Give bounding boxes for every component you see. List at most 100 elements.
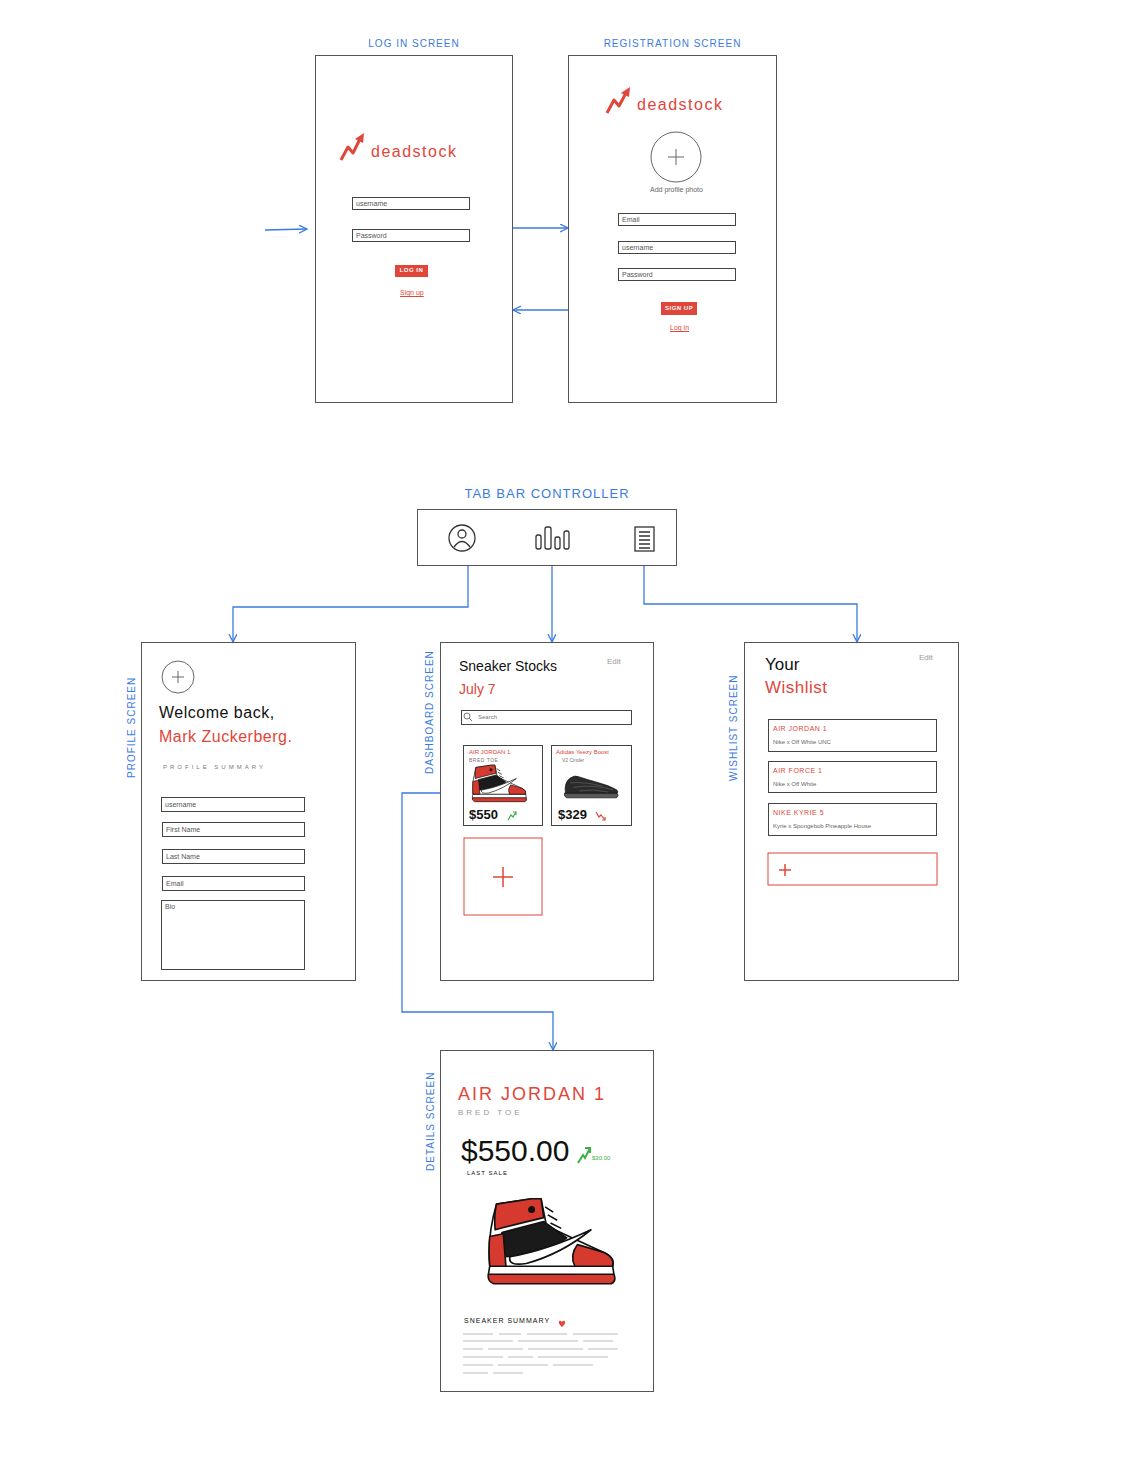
tab-icon	[555, 537, 560, 549]
text-field: Bio	[161, 900, 305, 970]
placeholder-lines	[463, 1334, 618, 1373]
search-icon	[464, 713, 472, 721]
field-placeholder: Password	[622, 271, 653, 279]
text-field: Search	[461, 710, 632, 725]
flow-arrow	[402, 793, 553, 1050]
screen-frame: LOG IN SCREENdeadstockSign upusernamePas…	[315, 55, 513, 403]
text-field: Email	[618, 213, 736, 226]
tab-icon	[454, 542, 470, 548]
edit-link: Edit	[919, 653, 933, 663]
entry-arrow	[265, 229, 307, 230]
product-card: Adidas Yeezy BoostV2 Cinder$329	[551, 745, 632, 826]
wishlist-item: AIR JORDAN 1Nike x Off White UNC	[768, 719, 937, 752]
button-label: SIGN UP	[665, 305, 693, 312]
add-item-box	[779, 864, 791, 876]
caption-text: LAST SALE	[467, 1170, 508, 1177]
flow-arrow	[233, 566, 468, 642]
field-placeholder: First Name	[166, 826, 200, 834]
add-item-box	[464, 838, 542, 915]
screen-frame: DASHBOARD SCREENSneaker StocksJuly 7Edit…	[440, 642, 654, 981]
tab-icon	[449, 525, 475, 551]
field-placeholder: Last Name	[166, 853, 200, 861]
trend-arrow	[508, 812, 516, 820]
price-text: $550.00	[461, 1133, 569, 1169]
add-photo-circle	[172, 671, 184, 683]
sneaker-drawing	[472, 765, 526, 802]
price-text: $329	[558, 807, 587, 823]
field-placeholder: Password	[356, 232, 387, 240]
logo-arrow	[355, 133, 364, 143]
add-item-box	[768, 853, 937, 885]
sneaker-name: AIR JORDAN 1	[773, 725, 827, 733]
placeholder-lines	[463, 1373, 523, 1374]
field-placeholder: Bio	[165, 903, 175, 911]
wishlist-item: NIKE KYRIE 5 Kyrie x Spongebob Pineapple …	[768, 803, 937, 836]
text-field: Password	[352, 229, 470, 242]
field-placeholder: Search	[478, 714, 497, 721]
field-placeholder: username	[165, 801, 196, 809]
screen-heading: LOG IN SCREEN	[368, 38, 459, 50]
flow-arrow	[551, 566, 552, 642]
section-label: SNEAKER SUMMARY	[464, 1317, 550, 1325]
sneaker-name: Adidas Yeezy Boost	[556, 749, 609, 756]
flow-arrow	[644, 566, 857, 642]
add-photo-circle	[162, 661, 194, 693]
screen-heading: WISHLIST SCREEN	[728, 675, 740, 782]
sneaker-name: AIR JORDAN 1	[469, 749, 510, 756]
tab-icon	[536, 535, 541, 549]
trend-arrow	[602, 817, 605, 820]
screen-frame: PROFILE SCREENWelcome back,Mark Zuckerbe…	[141, 642, 356, 981]
sneaker-name: NIKE KYRIE 5	[773, 809, 824, 817]
tab-icon	[545, 527, 551, 549]
colorway-text: Kyrie x Spongebob Pineapple House	[773, 823, 871, 830]
text-field: Password	[618, 268, 736, 281]
action-button: LOG IN	[395, 265, 428, 277]
heart-icon	[559, 1321, 565, 1327]
logo-text: deadstock	[637, 95, 723, 114]
action-button: SIGN UP	[661, 302, 697, 315]
sneaker-drawing	[564, 776, 618, 798]
price-text: $550	[469, 807, 498, 823]
greeting-text: Welcome back,	[159, 703, 275, 722]
placeholder-lines	[463, 1365, 593, 1366]
screen-title: Sneaker Stocks	[459, 658, 557, 675]
screen-frame: WISHLIST SCREENYourWishlistEditAIR JORDA…	[744, 642, 959, 981]
link-text: Sign up	[400, 289, 424, 297]
trend-arrow	[585, 1148, 590, 1153]
heart-icon	[559, 1321, 565, 1327]
tab-icon	[564, 531, 569, 549]
hint-text: Add profile photo	[650, 186, 703, 194]
logo-arrow	[621, 87, 630, 97]
date-text: July 7	[459, 681, 496, 698]
screen-heading: TAB BAR CONTROLLER	[464, 486, 629, 502]
add-item-box	[464, 838, 937, 915]
placeholder-lines	[463, 1341, 613, 1342]
colorway-text: BRED TOE	[458, 1108, 523, 1118]
text-field: Email	[162, 876, 305, 891]
trend-arrow	[513, 812, 516, 815]
colorway-text: Nike x Off White	[773, 781, 816, 788]
tab-icon	[639, 532, 650, 548]
add-item-box	[493, 867, 513, 887]
user-name: Mark Zuckerberg.	[159, 727, 292, 746]
screen-title: Wishlist	[765, 678, 828, 698]
placeholder-lines	[463, 1357, 608, 1358]
sneaker-name: AIR JORDAN 1	[458, 1084, 606, 1106]
text-field: username	[161, 797, 305, 812]
logo-text: deadstock	[371, 142, 457, 161]
logo-arrow	[341, 139, 360, 160]
text-field: First Name	[162, 822, 305, 837]
add-photo-circle	[668, 149, 684, 165]
screen-heading: DETAILS SCREEN	[425, 1072, 437, 1171]
add-photo-circle	[162, 132, 701, 693]
button-label: LOG IN	[400, 267, 424, 274]
screen-title: Your	[765, 655, 799, 675]
placeholder-lines	[463, 1349, 618, 1350]
text-field: username	[618, 241, 736, 254]
text-field: username	[352, 197, 470, 210]
link-text: Log in	[670, 324, 689, 332]
section-label: PROFILE SUMMARY	[163, 764, 266, 771]
screen-heading: REGISTRATION SCREEN	[604, 38, 742, 50]
screen-frame: DETAILS SCREENAIR JORDAN 1BRED TOE$550.0…	[440, 1050, 654, 1392]
